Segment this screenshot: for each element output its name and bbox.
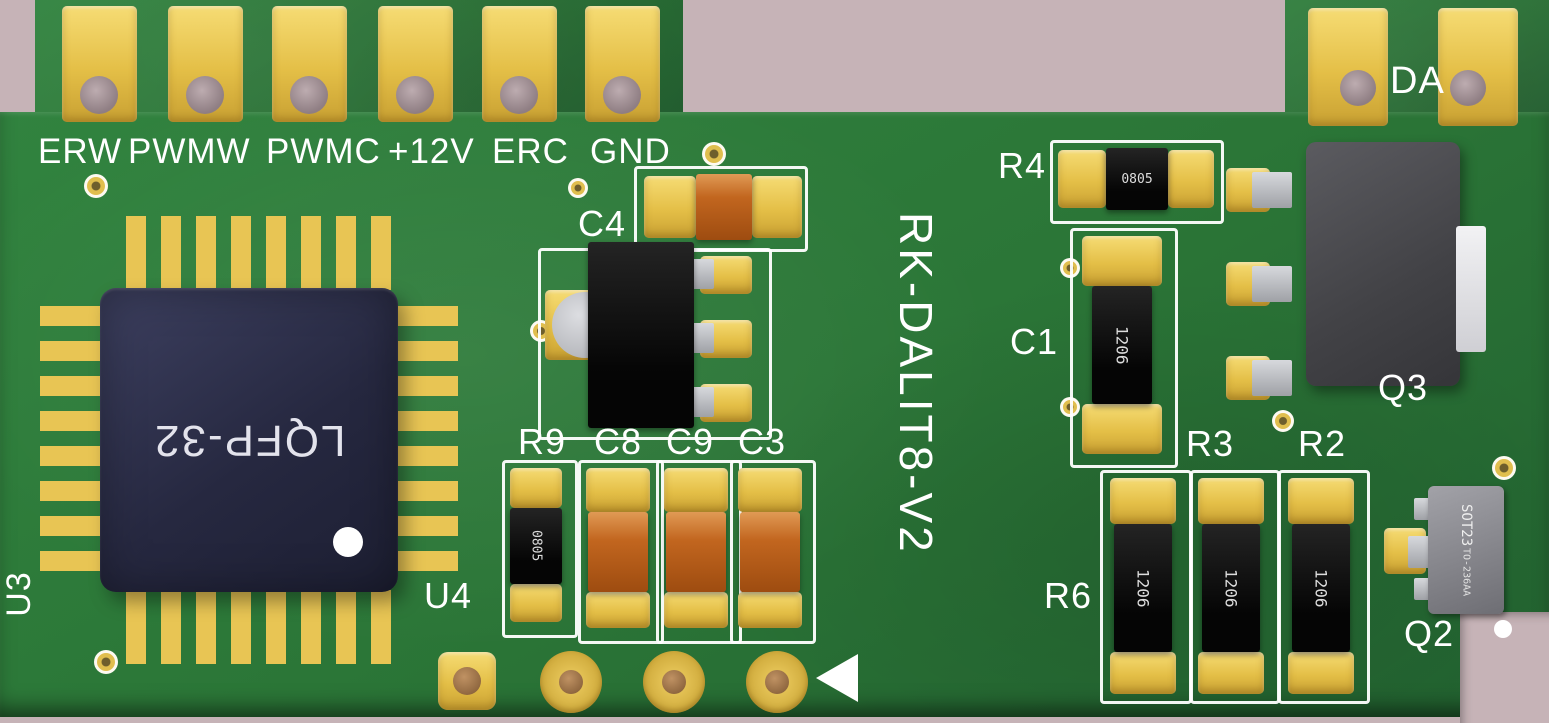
via [702,142,726,166]
connector-label-erc: ERC [492,132,569,171]
c9-capacitor-body [666,512,726,592]
c3-pad [738,468,802,512]
c8-ref-label: C8 [594,421,643,462]
c3-capacitor-body [740,512,800,592]
pad-hole [559,670,583,694]
r3-ref-label: R3 [1186,423,1235,464]
board-tab-left [35,0,683,125]
c4-capacitor-body [696,174,752,240]
chip-pins-top [126,216,398,290]
connector-pad-da1 [1308,8,1388,126]
q2-lead [1414,498,1432,520]
c9-pad [664,468,728,512]
u4-ref-label: U4 [424,575,473,616]
r9-pad [510,468,562,508]
q2-ref-label: Q2 [1404,613,1455,654]
q3-tab [1456,226,1486,352]
r3-pad [1198,478,1264,524]
c3-pad [738,592,802,628]
r9-resistor-body: 0805 [510,508,562,584]
r2-pad [1288,478,1354,524]
chip-pins-left [40,306,102,578]
c9-ref-label: C9 [666,421,715,462]
r6-pad [1110,478,1176,524]
pad-hole [662,670,686,694]
pad-hole [453,667,481,695]
q3-ref-label: Q3 [1378,367,1429,408]
chip-pins-right [396,306,458,578]
c8-capacitor-body [588,512,648,592]
pad-hole [290,76,328,114]
pad-hole [765,670,789,694]
chip-pins-bottom [126,590,398,664]
q3-lead [1252,360,1292,396]
q2-marking: SOT23 TO-236AA [1458,503,1474,597]
via [1272,410,1294,432]
connector-label-erw: ERW [38,132,123,171]
q3-transistor-body [1306,142,1460,386]
triangle-marker [816,654,858,702]
pad-hole [603,76,641,114]
c9-pad [664,592,728,628]
c4-ref-label: C4 [578,203,627,244]
pin1-marker [333,527,363,557]
connector-label-da: DA [1390,60,1445,102]
r3-pad [1198,652,1264,694]
via [1492,456,1516,480]
r4-ref-label: R4 [998,145,1047,186]
c4-pad [752,176,802,238]
r6-resistor-body: 1206 [1114,524,1172,652]
c1-pad [1082,404,1162,454]
r4-pad [1168,150,1214,208]
fiducial-dot [1494,620,1512,638]
connector-label-pwmw: PWMW [128,132,251,171]
c8-pad [586,592,650,628]
r4-silkscreen [1050,140,1224,224]
q3-lead [1252,266,1292,302]
pad-hole [1450,70,1486,106]
q3-lead [1252,172,1292,208]
mcu-ref-label: U3 [0,571,38,617]
via [94,650,118,674]
mcu-package-label: LQFP-32 [152,416,346,465]
pad-hole [1340,70,1376,106]
pad-hole [500,76,538,114]
c1-silkscreen [1070,228,1178,468]
q2-transistor-body: SOT23 TO-236AA [1428,486,1504,614]
connector-pad-da2 [1438,8,1518,126]
regulator-body [588,242,694,428]
c1-pad [1082,236,1162,286]
r4-pad [1058,150,1106,208]
c1-ref-label: C1 [1010,321,1059,362]
pad-hole [186,76,224,114]
r3-resistor-body: 1206 [1202,524,1260,652]
q2-lead [1414,578,1432,600]
connector-label-pwmc: PWMC [266,132,381,171]
pad-hole [396,76,434,114]
c8-pad [586,468,650,512]
via [84,174,108,198]
board-title: RK-DALIT8-V2 [890,212,942,555]
c3-ref-label: C3 [738,421,787,462]
connector-label-gnd: GND [590,132,671,171]
r6-pad [1110,652,1176,694]
r4-resistor-body: 0805 [1106,148,1168,210]
mcu-chip-u3: LQFP-32 [100,288,398,592]
r6-ref-label: R6 [1044,575,1093,616]
c4-pad [644,176,696,238]
r9-silkscreen [502,460,578,638]
r2-resistor-body: 1206 [1292,524,1350,652]
c3-silkscreen [730,460,816,644]
r9-ref-label: R9 [518,421,567,462]
connector-label-12v: +12V [388,132,475,171]
r9-pad [510,584,562,622]
r2-ref-label: R2 [1298,423,1347,464]
c8-silkscreen [578,460,664,644]
r2-pad [1288,652,1354,694]
r2-silkscreen [1278,470,1370,704]
c1-capacitor-body: 1206 [1092,286,1152,404]
via [568,178,588,198]
pad-hole [80,76,118,114]
